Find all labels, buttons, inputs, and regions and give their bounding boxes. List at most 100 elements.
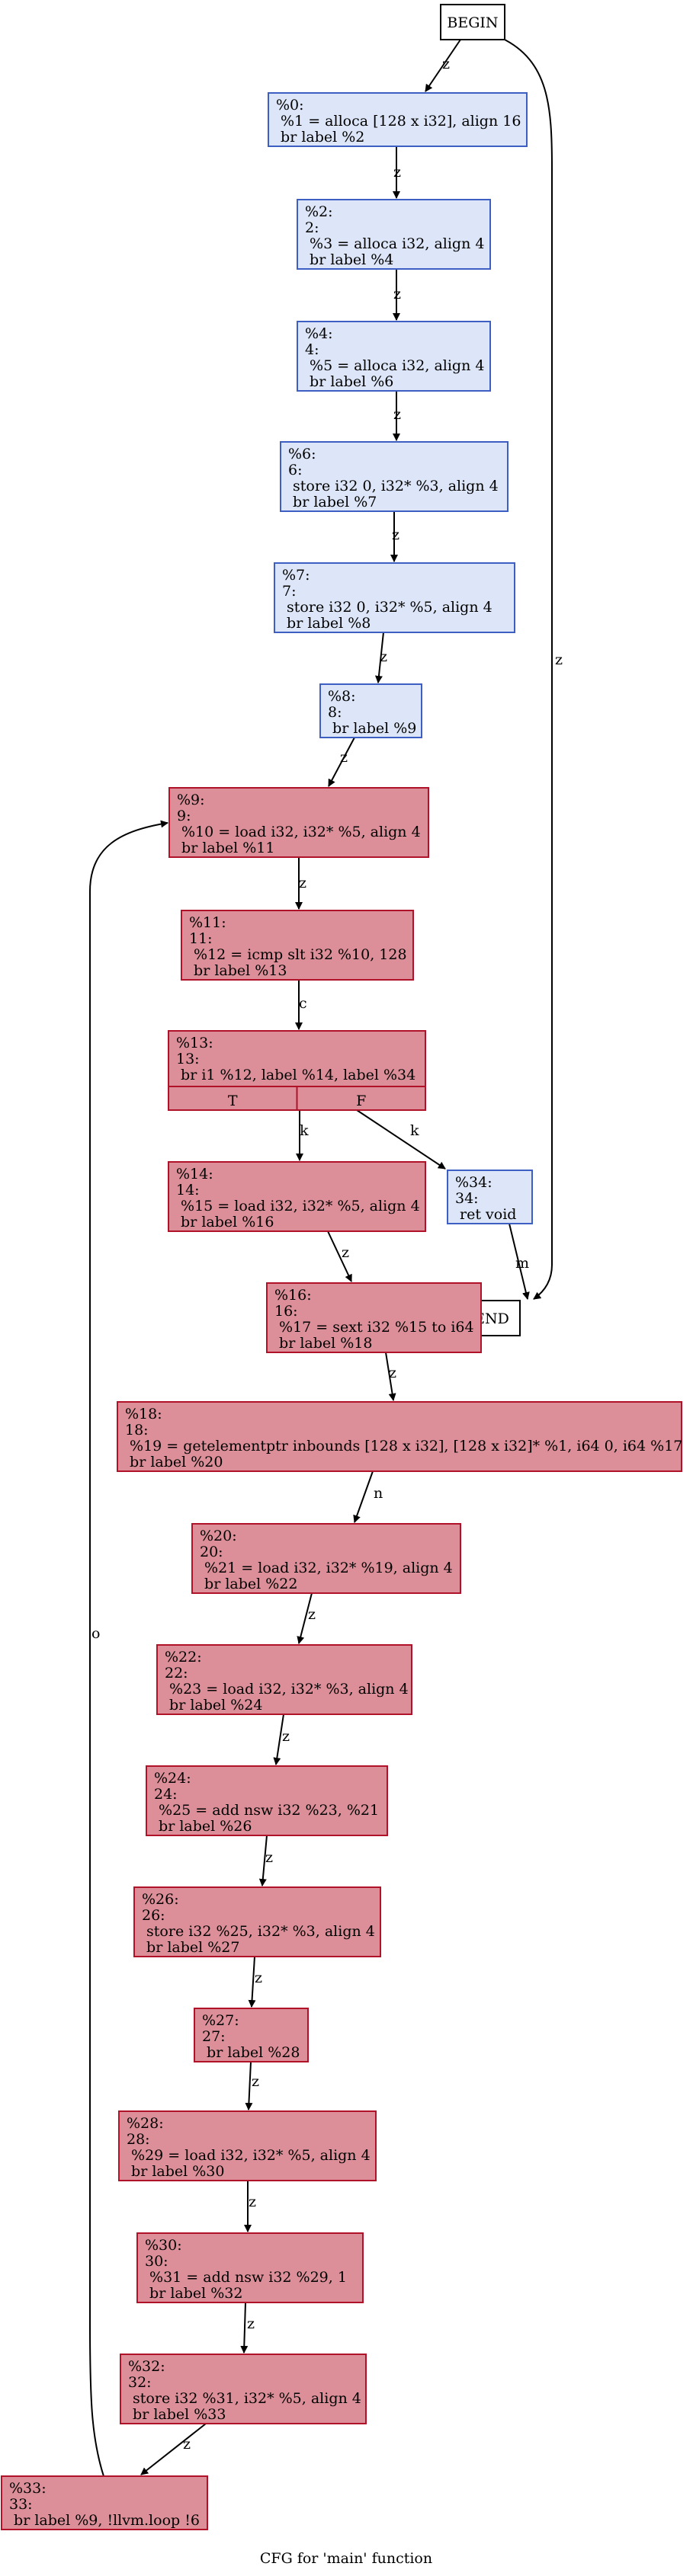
node-line: %8:	[328, 688, 356, 705]
node-line: %24:	[154, 1770, 191, 1787]
node-line: %13:	[176, 1035, 213, 1051]
node-line: 24:	[154, 1786, 178, 1803]
node-line: br label %6	[305, 373, 393, 390]
node-line: 16:	[274, 1303, 298, 1320]
edge-label: z	[252, 2073, 259, 2090]
node-line: 34:	[455, 1190, 479, 1207]
node-line: 6:	[288, 462, 303, 478]
edge-n20-to-n22	[297, 1592, 313, 1644]
node-line: %16:	[274, 1287, 312, 1304]
node-n6: %6:6: store i32 0, i32* %3, align 4 br l…	[280, 441, 509, 512]
diagram-caption: CFG for 'main' function	[260, 2550, 432, 2567]
node-line: %32:	[128, 2358, 165, 2375]
node-n7: %7:7: store i32 0, i32* %5, align 4 br l…	[274, 562, 515, 633]
node-line: %31 = add nsw i32 %29, 1	[145, 2269, 347, 2286]
node-line: br label %16	[176, 1214, 274, 1230]
port-true-label: T	[228, 1093, 238, 1109]
node-line: br label %28	[202, 2044, 300, 2061]
node-line: br label %27	[142, 1939, 239, 1956]
node-line: 4:	[305, 341, 319, 358]
node-line: 30:	[145, 2253, 168, 2270]
node-line: br label %32	[145, 2285, 242, 2302]
node-line: 13:	[176, 1051, 200, 1067]
edge-n33-to-n9	[89, 820, 168, 2477]
node-box	[268, 92, 528, 147]
node-line: br label %7	[288, 494, 377, 510]
node-line: %29 = load i32, i32* %5, align 4	[127, 2147, 371, 2164]
edge-label: k	[300, 1122, 309, 1139]
edge-n7-to-n8	[374, 632, 384, 683]
node-line: BEGIN	[447, 14, 498, 31]
edge-label: z	[282, 1728, 290, 1745]
node-box	[181, 910, 414, 981]
node-n33: %33:33: br label %9, !llvm.loop !6	[1, 2475, 208, 2530]
edge-label: z	[393, 164, 401, 181]
node-line: %30:	[145, 2237, 182, 2254]
node-box	[297, 321, 491, 392]
node-n2: %2:2: %3 = alloca i32, align 4 br label …	[297, 199, 491, 270]
node-box	[117, 1401, 682, 1472]
node-line: END	[474, 1310, 509, 1327]
edge-label: z	[247, 2315, 255, 2332]
node-line: %23 = load i32, i32* %3, align 4	[165, 1681, 409, 1698]
node-line: store i32 %25, i32* %3, align 4	[142, 1923, 375, 1940]
node-line: %2:	[305, 203, 333, 220]
node-line: %9:	[177, 792, 205, 808]
node-box	[168, 1161, 426, 1232]
edge-n30-to-n32	[240, 2302, 249, 2354]
node-box	[156, 1644, 412, 1715]
edge-BEGIN-to-n0	[425, 39, 461, 92]
node-line: 9:	[177, 808, 191, 824]
node-line: %1 = alloca [128 x i32], align 16	[276, 113, 521, 130]
node-n13: %13:13: br i1 %12, label %14, label %34T…	[168, 1030, 426, 1111]
node-n28: %28:28: %29 = load i32, i32* %5, align 4…	[118, 2110, 377, 2181]
node-box	[274, 562, 515, 633]
node-box	[194, 2008, 309, 2062]
edge-n32-to-n33	[140, 2423, 207, 2475]
edge-label: z	[255, 1970, 262, 1986]
node-line: 11:	[189, 930, 213, 947]
edge-label: z	[249, 2194, 256, 2210]
node-box	[133, 1886, 381, 1957]
node-box	[319, 683, 422, 738]
edge-label: z	[340, 749, 348, 766]
edge-label: z	[299, 875, 306, 891]
node-box	[146, 1765, 388, 1836]
edge-label: c	[299, 995, 307, 1012]
node-line: br label %24	[165, 1697, 262, 1714]
node-line: br i1 %12, label %14, label %34	[176, 1067, 415, 1083]
node-line: br label %26	[154, 1818, 252, 1835]
node-box	[447, 1170, 533, 1224]
node-n4: %4:4: %5 = alloca i32, align 4 br label …	[297, 321, 491, 392]
node-box	[280, 441, 509, 512]
node-line: br label %4	[305, 251, 393, 268]
node-line: %14:	[176, 1166, 213, 1182]
edge-n8-to-n9	[328, 737, 355, 787]
node-n9: %9:9: %10 = load i32, i32* %5, align 4 b…	[168, 787, 429, 858]
edge-label: n	[374, 1485, 383, 1502]
node-line: %20:	[200, 1528, 237, 1544]
node-line: store i32 %31, i32* %5, align 4	[128, 2390, 361, 2407]
edge-label: z	[265, 1849, 273, 1866]
node-box	[120, 2354, 367, 2424]
edge-n18-to-n20	[353, 1470, 374, 1523]
edge-label: z	[393, 406, 401, 423]
node-n30: %30:30: %31 = add nsw i32 %29, 1 br labe…	[136, 2232, 364, 2303]
edge-n14-to-n16	[327, 1230, 352, 1282]
node-line: 22:	[165, 1665, 188, 1682]
node-line: 33:	[9, 2496, 33, 2513]
edge-label: z	[389, 1365, 396, 1381]
node-line: br label %20	[125, 1454, 223, 1470]
node-line: 2:	[305, 219, 319, 236]
node-line: 27:	[202, 2028, 226, 2045]
node-line: %6:	[288, 446, 316, 462]
node-line: br label %30	[127, 2163, 224, 2180]
node-line: %18:	[125, 1406, 162, 1422]
node-line: 7:	[282, 583, 297, 600]
node-n27: %27:27: br label %28	[194, 2008, 309, 2062]
node-line: %19 = getelementptr inbounds [128 x i32]…	[125, 1438, 682, 1454]
edge-n24-to-n26	[258, 1835, 268, 1886]
node-line: br label %11	[177, 840, 274, 856]
node-n22: %22:22: %23 = load i32, i32* %3, align 4…	[156, 1644, 412, 1715]
